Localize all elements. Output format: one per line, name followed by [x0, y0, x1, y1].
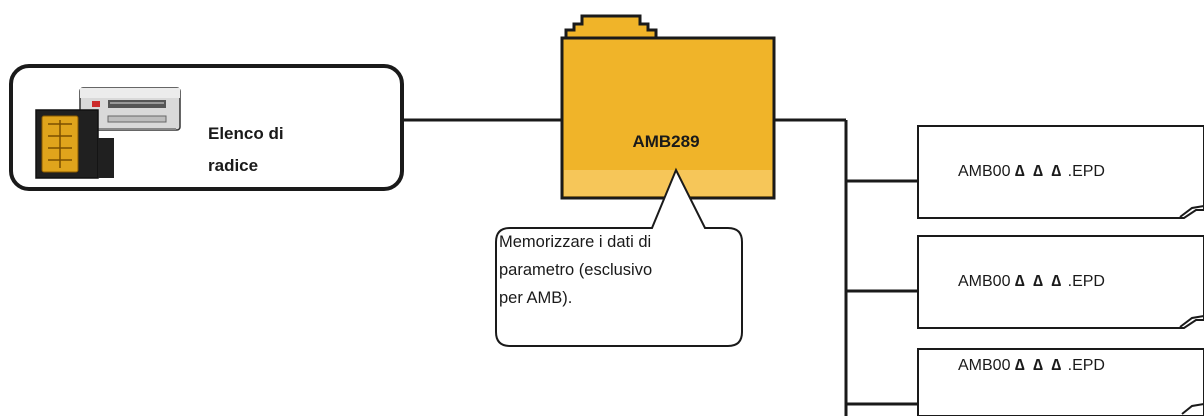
file-suffix: .EPD	[1067, 357, 1105, 374]
file-label-3: AMB00 ∆ ∆ ∆ .EPD	[918, 357, 1204, 375]
file-prefix: AMB00	[958, 273, 1011, 290]
root-node-label: Elenco di radice	[208, 118, 378, 182]
connector-lines	[402, 118, 918, 416]
file-document-2	[917, 235, 1204, 329]
file-triangles: ∆ ∆ ∆	[1014, 273, 1064, 290]
file-prefix: AMB00	[958, 163, 1011, 180]
callout-bubble	[495, 167, 743, 347]
memory-card-reader-icon	[35, 87, 181, 179]
callout-line-3: per AMB).	[499, 289, 573, 307]
folder-icon	[560, 14, 776, 200]
file-suffix: .EPD	[1067, 163, 1105, 180]
root-label-line-2: radice	[208, 156, 259, 175]
root-label-line-1: Elenco di	[208, 124, 284, 143]
callout-line-1: Memorizzare i dati di	[499, 233, 652, 251]
callout-text: Memorizzare i dati di parametro (esclusi…	[499, 228, 743, 312]
file-triangles: ∆ ∆ ∆	[1014, 163, 1064, 180]
file-label-1: AMB00 ∆ ∆ ∆ .EPD	[918, 163, 1204, 181]
file-document-1	[917, 125, 1204, 219]
file-triangles: ∆ ∆ ∆	[1014, 357, 1064, 374]
file-suffix: .EPD	[1067, 273, 1105, 290]
file-label-2: AMB00 ∆ ∆ ∆ .EPD	[918, 273, 1204, 291]
file-documents	[917, 125, 1204, 416]
callout-line-2: parametro (esclusivo	[499, 261, 653, 279]
folder-label: AMB289	[632, 132, 700, 151]
file-document-3	[917, 348, 1204, 416]
file-prefix: AMB00	[958, 357, 1011, 374]
